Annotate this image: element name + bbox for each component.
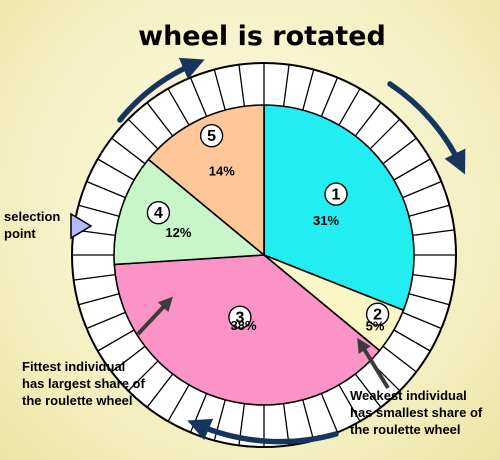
weakest-callout-arrow-icon — [357, 337, 390, 390]
ring-tick — [320, 77, 339, 117]
ring-tick — [189, 77, 208, 117]
ring-tick — [402, 311, 442, 330]
wheel-slice-labels: 1 31% 25% 338% 412% 5 14% — [146, 123, 390, 334]
fittest-note: Fittest individual has largest share of … — [22, 358, 145, 409]
ring-tick — [408, 293, 450, 306]
ring-tick — [146, 102, 174, 137]
selection-pointer-icon — [70, 212, 93, 240]
weakest-note-line2: has smallest share of — [350, 405, 483, 420]
slice-3-percent: 38% — [231, 318, 257, 333]
slice-2-number-circle — [365, 302, 390, 326]
ring-tick — [127, 360, 159, 392]
slice-2-number: 2 — [373, 307, 382, 324]
ring-tick — [146, 373, 174, 408]
ring-tick — [338, 88, 361, 126]
slice-1-number: 1 — [332, 187, 341, 204]
ring-tick — [127, 118, 159, 150]
weakest-note-line3: the roulette wheel — [350, 422, 461, 437]
ring-tick — [78, 204, 120, 217]
ring-tick — [412, 273, 455, 281]
ring-tick — [86, 180, 126, 199]
ring-tick — [167, 384, 190, 422]
slice-5 — [147, 104, 265, 257]
ring-tick — [213, 69, 226, 111]
ring-tick — [167, 88, 190, 126]
ring-tick — [78, 293, 120, 306]
slice-3-number-circle — [228, 305, 252, 329]
rotation-arrow-icon-top-left — [117, 57, 205, 123]
slice-4 — [113, 158, 267, 266]
ring-tick — [302, 69, 315, 111]
weakest-note-line1: Weakest individual — [350, 388, 467, 403]
ring-tick — [238, 64, 246, 107]
ring-tick — [97, 329, 135, 352]
selection-point-label: selection point — [4, 208, 60, 242]
ring-tick — [338, 384, 361, 422]
ring-tick — [382, 345, 417, 373]
ring-tick — [393, 329, 431, 352]
slice-2-percent: 5% — [366, 319, 385, 334]
weakest-note: Weakest individual has smallest share of… — [350, 387, 482, 438]
slice-4-number-circle — [146, 200, 171, 225]
slice-1-percent: 31% — [313, 213, 339, 228]
selection-point-label-line2: point — [4, 226, 36, 241]
ring-tick — [97, 158, 135, 181]
ring-tick — [320, 393, 339, 433]
rotation-arrow-icon-bottom — [187, 418, 339, 445]
fittest-note-line3: the roulette wheel — [22, 393, 133, 408]
ring-tick — [354, 102, 382, 137]
ring-tick — [111, 345, 146, 373]
ring-tick — [402, 180, 442, 199]
wheel-ring-ticks — [72, 63, 456, 447]
ring-tick — [393, 158, 431, 181]
fittest-note-line2: has largest share of — [22, 376, 145, 391]
fittest-note-line1: Fittest individual — [22, 359, 126, 374]
ring-tick — [408, 204, 450, 217]
slice-1 — [263, 104, 415, 312]
ring-tick — [369, 118, 401, 150]
slice-3 — [113, 254, 381, 406]
ring-tick — [382, 137, 417, 165]
wheel-slices — [113, 104, 415, 406]
slice-5-percent: 14% — [209, 163, 235, 178]
ring-tick — [412, 229, 455, 237]
slice-4-number: 4 — [154, 205, 163, 222]
rotation-arrow-icon-top-right — [387, 81, 466, 175]
ring-tick — [73, 273, 116, 281]
ring-tick — [86, 311, 126, 330]
slice-3-number: 3 — [235, 310, 244, 327]
ring-tick — [282, 403, 290, 446]
diagram-title: wheel is rotated — [138, 21, 386, 52]
fittest-callout-arrow-icon — [136, 296, 173, 336]
ring-tick — [111, 137, 146, 165]
ring-tick — [302, 399, 315, 441]
slice-5-number-circle — [199, 123, 224, 148]
slice-1-number-circle — [324, 182, 348, 206]
slice-4-percent: 12% — [165, 225, 191, 240]
ring-tick — [282, 64, 290, 107]
slice-5-number: 5 — [207, 128, 216, 145]
ring-tick — [354, 373, 382, 408]
selection-point-label-line1: selection — [4, 209, 61, 224]
